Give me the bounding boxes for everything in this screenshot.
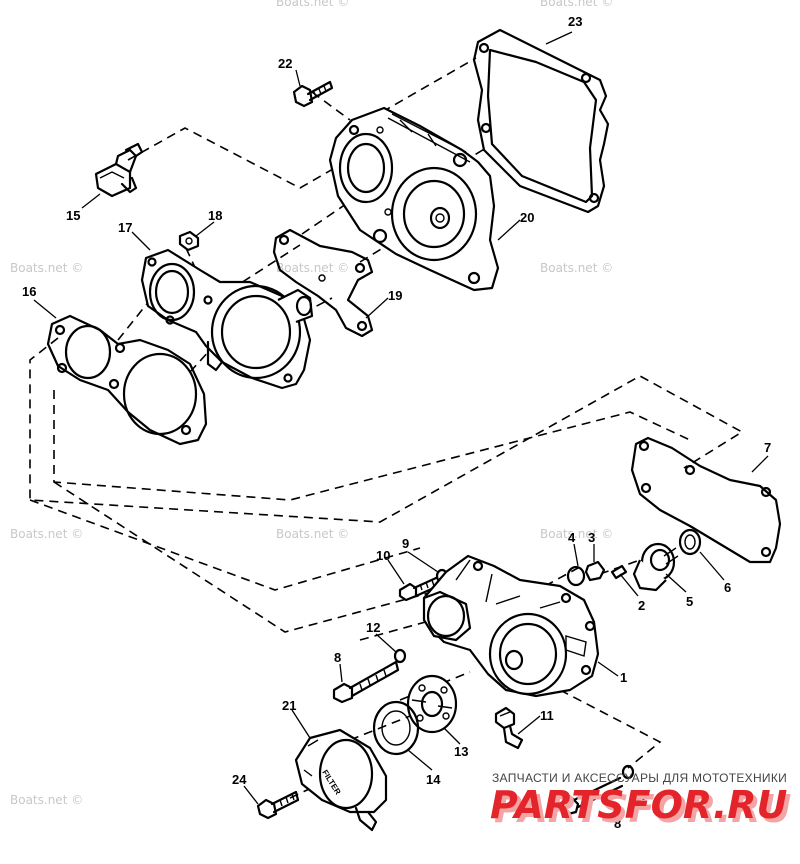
callout-18: 18 (208, 208, 222, 223)
store-logo-text: PARTSFOR.RU (490, 783, 788, 827)
part-23-gasket (472, 28, 610, 214)
callout-24: 24 (232, 772, 247, 787)
callout-17: 17 (118, 220, 132, 235)
callout-11: 11 (540, 708, 554, 723)
part-17-housing (140, 248, 314, 390)
watermark: Boats.net © (276, 527, 349, 541)
watermark: Boats.net © (276, 0, 349, 9)
part-5-thermostat (632, 542, 679, 592)
watermarks: Boats.net © Boats.net © Boats.net © Boat… (10, 0, 613, 807)
store-logo: PARTSFOR.RU PARTSFOR.RU (490, 783, 792, 831)
watermark: Boats.net © (10, 793, 83, 807)
part-20-pump-cover (328, 106, 500, 292)
callout-15: 15 (66, 208, 80, 223)
callout-16: 16 (22, 284, 36, 299)
banner-subtitle: ЗАПЧАСТИ И АКСЕССУАРЫ ДЛЯ МОТОТЕХНИКИ (492, 771, 787, 785)
part-19-plate (272, 228, 374, 338)
watermark: Boats.net © (540, 261, 613, 275)
part-6-o-ring (678, 528, 702, 556)
part-16-gasket (46, 314, 208, 446)
callout-labels: 23 22 15 17 18 20 19 16 7 4 3 2 5 6 10 9… (22, 14, 771, 831)
callout-13: 13 (454, 744, 468, 759)
callout-10: 10 (376, 548, 390, 563)
callout-8: 8 (334, 650, 341, 665)
callout-8-lower: 8 (614, 816, 621, 831)
callout-21: 21 (282, 698, 296, 713)
store-logo-shadow: PARTSFOR.RU (494, 787, 792, 831)
part-24-bolt (256, 790, 300, 820)
callout-20: 20 (520, 210, 534, 225)
part-11-fitting (494, 706, 524, 750)
parts-8-12-long-bolt (332, 648, 407, 704)
watermark: Boats.net © (540, 527, 613, 541)
callout-23: 23 (568, 14, 582, 29)
lower-bolt-set (560, 764, 635, 816)
watermark: Boats.net © (10, 261, 83, 275)
watermark: Boats.net © (10, 527, 83, 541)
callout-3: 3 (588, 530, 595, 545)
parts-2-3-4-fasteners (566, 560, 628, 587)
part-1-pump-body (422, 554, 600, 698)
store-banner: ЗАПЧАСТИ И АКСЕССУАРЫ ДЛЯ МОТОТЕХНИКИ PA… (490, 771, 792, 831)
part-21-filter-cover: FILTER (294, 728, 388, 832)
callout-7: 7 (764, 440, 771, 455)
parts-9-10-bolt (398, 568, 449, 602)
watermark: Boats.net © (540, 0, 613, 9)
callout-19: 19 (388, 288, 402, 303)
callout-1: 1 (620, 670, 627, 685)
leader-lines (33, 31, 769, 805)
callout-12: 12 (366, 620, 380, 635)
part-22-bolt (292, 80, 334, 108)
callout-22: 22 (278, 56, 292, 71)
part-15-elbow-fitting (94, 142, 144, 198)
callout-14: 14 (426, 772, 441, 787)
part-14-ring (372, 700, 420, 756)
callout-6: 6 (724, 580, 731, 595)
callout-9: 9 (402, 536, 409, 551)
part-7-gasket (630, 436, 782, 564)
callout-4: 4 (568, 530, 576, 545)
watermark: Boats.net © (276, 261, 349, 275)
callout-2: 2 (638, 598, 645, 613)
part-13-impeller (406, 674, 458, 734)
callout-9-lower: 9 (640, 788, 647, 803)
callout-5: 5 (686, 594, 693, 609)
part-18-nut (178, 230, 200, 252)
